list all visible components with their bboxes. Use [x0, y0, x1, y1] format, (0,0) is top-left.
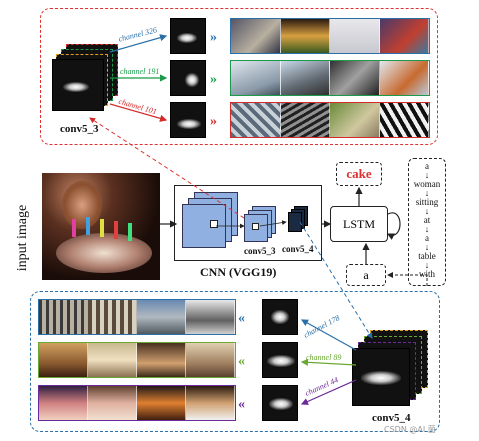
caption-sequence: a ↓ woman ↓ sitting ↓ at ↓ a ↓ table ↓ w… — [413, 161, 441, 279]
channel-label-191: channel 191 — [120, 67, 160, 76]
chevron-left-icon: « — [238, 397, 245, 412]
chevron-left-icon: « — [238, 311, 245, 326]
chevron-right-icon: » — [210, 72, 217, 87]
arrow-cnn-to-conv5-4 — [299, 221, 373, 339]
photo-strip-channel-178 — [38, 299, 236, 335]
cnn-conv5-4-label: conv5_4 — [282, 244, 314, 254]
photo-strip-channel-326 — [230, 18, 430, 54]
heatmap-channel-44 — [262, 385, 298, 421]
lstm-recurrent-loop — [386, 212, 401, 240]
chevron-left-icon: « — [238, 354, 245, 369]
caption-word: at — [423, 215, 431, 225]
heatmap-channel-89 — [262, 342, 298, 378]
channel-label-89: channel 89 — [306, 353, 342, 362]
arrow-cnn-to-conv5-3 — [89, 117, 245, 219]
photo-strip-channel-191 — [230, 60, 430, 96]
caption-word: table — [418, 251, 436, 261]
caption-word: woman — [413, 179, 441, 189]
arrow-channel-44 — [300, 379, 357, 405]
cnn-title: CNN (VGG19) — [200, 265, 277, 279]
arrow-caption-feedback — [387, 272, 428, 286]
heatmap-channel-101 — [170, 102, 206, 138]
conv5-4-panel — [30, 291, 440, 432]
cnn-layer-stack — [180, 190, 330, 260]
watermark: CSDN @AI 菌 — [384, 425, 436, 434]
arrow-channel-326 — [109, 34, 168, 53]
conv5-4-feature-stack — [352, 330, 432, 410]
arrow-channel-89 — [300, 358, 357, 366]
caption-word: a — [425, 161, 429, 171]
caption-word: sitting — [415, 197, 439, 207]
caption-word: a — [425, 233, 429, 243]
heatmap-channel-178 — [262, 299, 298, 335]
conv5-3-feature-stack — [52, 44, 122, 114]
photo-strip-channel-44 — [38, 385, 236, 421]
arrow-channel-178 — [300, 319, 357, 351]
output-word-cake: cake — [346, 166, 372, 181]
heatmap-channel-326 — [170, 18, 206, 54]
input-word-box: a — [346, 264, 386, 286]
photo-strip-channel-101 — [230, 102, 430, 138]
conv5-3-label: conv5_3 — [60, 123, 99, 135]
conv5-3-panel — [40, 8, 438, 145]
heatmap-channel-191 — [170, 60, 206, 96]
lstm-label: LSTM — [342, 216, 375, 231]
conv5-4-label: conv5_4 — [372, 412, 411, 424]
input-word-a: a — [363, 267, 369, 282]
chevron-right-icon: » — [210, 30, 217, 45]
caption-word: with — [418, 269, 435, 279]
output-word-box: cake — [336, 162, 382, 186]
cnn-conv5-3-label: conv5_3 — [244, 246, 276, 256]
photo-strip-channel-89 — [38, 342, 236, 378]
input-image-cake-photo — [42, 173, 160, 280]
chevron-right-icon: » — [210, 114, 217, 129]
arrow-channel-101 — [109, 103, 168, 122]
